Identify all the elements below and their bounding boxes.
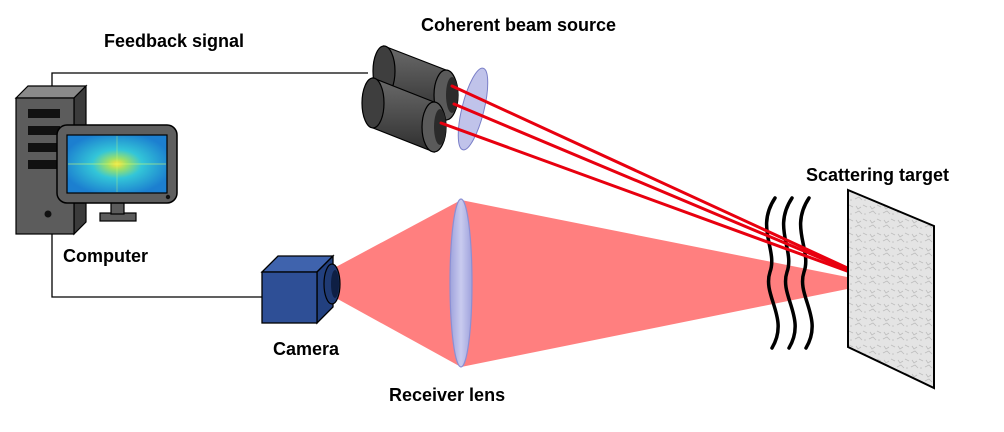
- scattering-target: [847, 188, 935, 390]
- computer-monitor: [56, 124, 178, 222]
- camera-cable: [51, 228, 262, 298]
- coherent-beam-source-label: Coherent beam source: [421, 15, 617, 35]
- scattered-light-cone: [334, 200, 877, 367]
- feedback-signal-cable: [51, 72, 368, 104]
- receiver-lens-label: Receiver lens: [389, 385, 506, 405]
- receiver-lens: [449, 198, 473, 368]
- scattering-target-label: Scattering target: [806, 165, 950, 185]
- coherent-beam-source: [361, 45, 459, 153]
- computer-label: Computer: [63, 246, 148, 266]
- camera: [260, 254, 341, 325]
- camera-label: Camera: [273, 339, 340, 359]
- feedback-signal-label: Feedback signal: [104, 31, 245, 51]
- laser-beams: [439, 84, 882, 285]
- turbulence-waves: [764, 196, 814, 350]
